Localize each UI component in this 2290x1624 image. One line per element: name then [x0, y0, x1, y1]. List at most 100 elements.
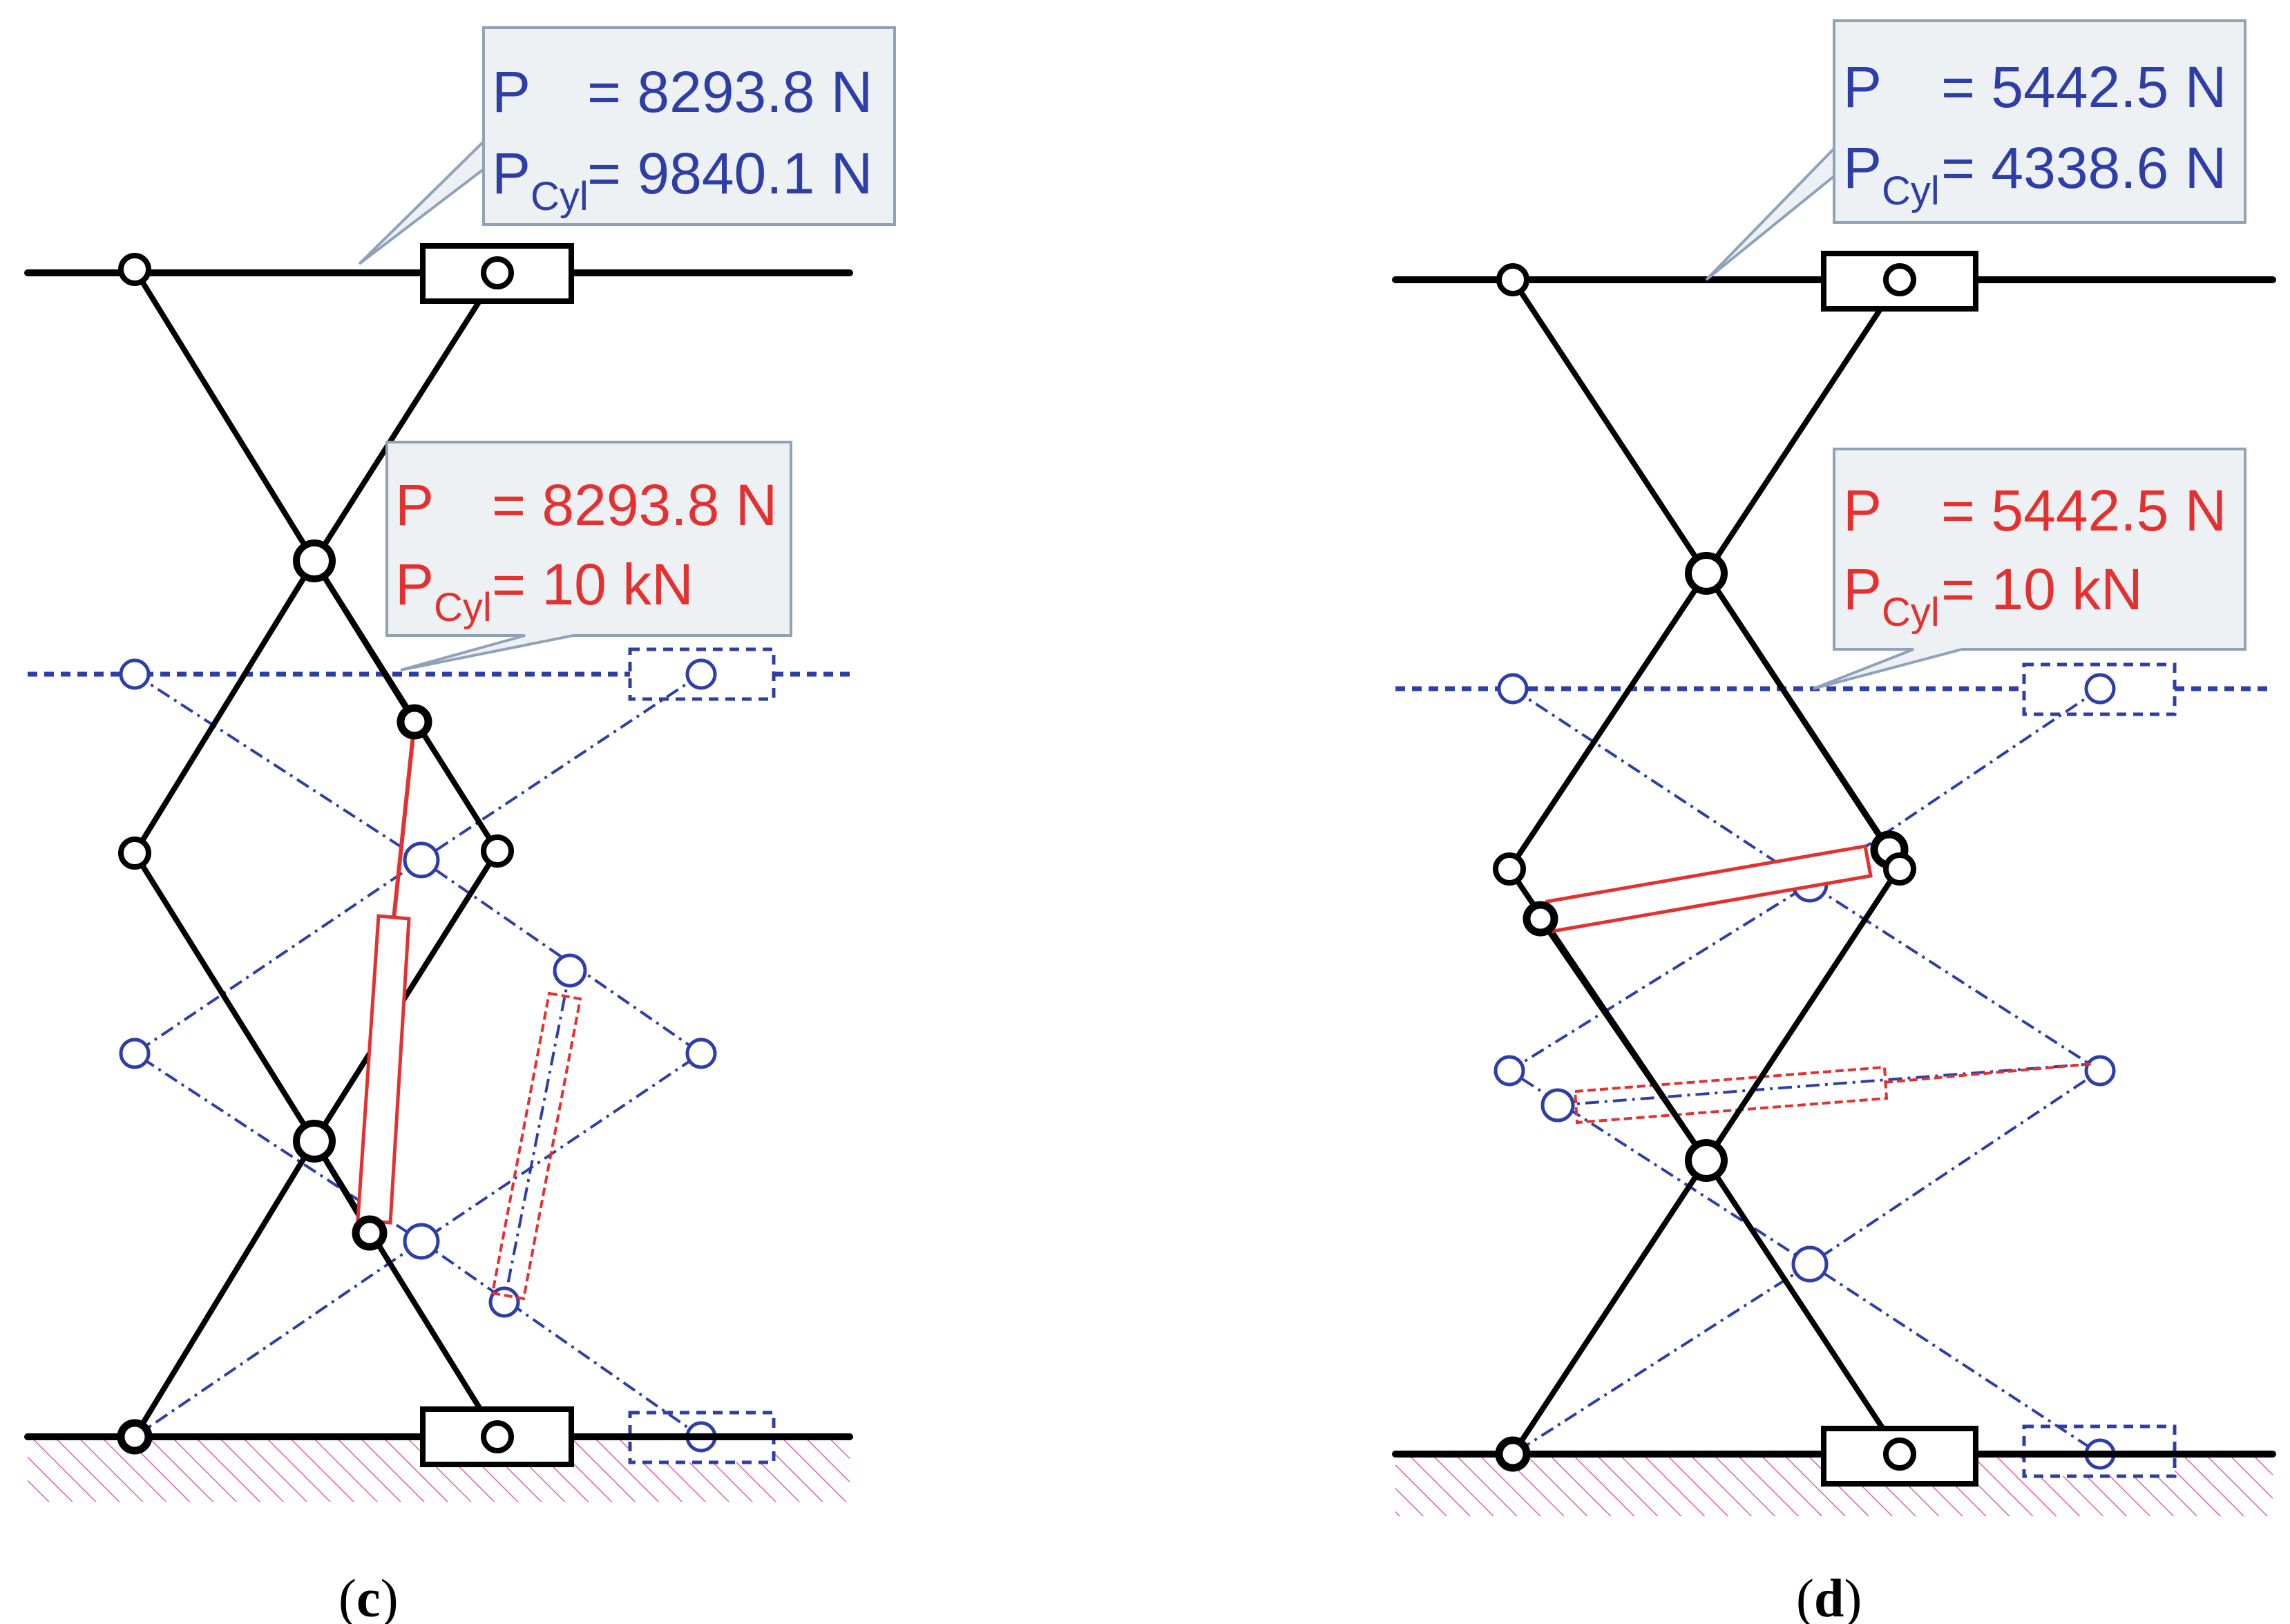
joints [117, 253, 514, 1455]
joint [481, 256, 514, 289]
callout-symbol: P [1843, 135, 1882, 200]
svg-text:PCyl: PCyl [492, 141, 589, 219]
callout-ghost-forces: P = 5442.5 N PCyl = 4338.6 N [1705, 19, 2246, 281]
pivot-joint [293, 1120, 336, 1163]
svg-text:P: P [1843, 478, 1882, 543]
ghost-cylinder-body [490, 991, 582, 1301]
callout-box [358, 26, 896, 265]
callout-value: = 8293.8 N [587, 59, 872, 124]
pivot-joint [1685, 1139, 1728, 1182]
callout-symbol: P [1843, 55, 1882, 120]
svg-text:P: P [395, 472, 434, 537]
callout-value: = 5442.5 N [1941, 55, 2226, 120]
ghost-cylinder-rod [1884, 1062, 2094, 1084]
svg-text:P: P [492, 59, 531, 124]
callout-value: = 5442.5 N [1941, 478, 2226, 543]
callout-active-forces: P = 8293.8 N PCyl = 10 kN [385, 441, 792, 671]
svg-text:P: P [1843, 55, 1882, 120]
joint [117, 1419, 153, 1455]
ghost-joint [1540, 1088, 1575, 1123]
ghost-joint [119, 1038, 151, 1069]
callout-box [1705, 19, 2246, 281]
joint [118, 253, 151, 286]
callout-value: = 9840.1 N [587, 141, 872, 206]
ghost-top-slider [2022, 662, 2177, 716]
joint [1883, 852, 1916, 886]
joint [352, 1215, 388, 1251]
joint [1495, 1436, 1531, 1472]
ghost-joint [1494, 1055, 1525, 1087]
callout-value: = 10 kN [492, 552, 694, 617]
joint [1883, 263, 1916, 296]
pivot-joint [293, 539, 336, 582]
joint [481, 1420, 514, 1453]
callout-symbol: P [395, 552, 434, 617]
svg-text:= 4338.6 N: = 4338.6 N [1941, 135, 2226, 200]
panel-label-c: (c) [338, 1568, 399, 1624]
joint [118, 837, 151, 870]
ghost-chain-left [133, 673, 704, 1438]
callout-box [385, 441, 792, 671]
callout-ghost-forces: P = 8293.8 N PCyl = 9840.1 N [358, 26, 896, 265]
ghost-cylinder [490, 991, 582, 1301]
cylinder-rod [392, 721, 417, 919]
svg-text:= 10 kN: = 10 kN [492, 552, 694, 617]
ghost-cylinder [1573, 1062, 2094, 1125]
ghost-joint [403, 841, 440, 879]
callout-symbol: P [492, 59, 531, 124]
ghost-joint [2084, 1055, 2116, 1087]
callout-value: = 10 kN [1941, 557, 2143, 622]
svg-text:= 10 kN: = 10 kN [1941, 557, 2143, 622]
callout-symbol: P [492, 141, 531, 206]
joint [1493, 852, 1526, 886]
ghost-joint [1497, 673, 1529, 705]
cylinder [356, 721, 417, 1225]
callout-subscript: Cyl [531, 174, 589, 219]
upper-stub [312, 558, 417, 725]
joint [481, 834, 514, 868]
ghost-joint [1791, 1245, 1829, 1283]
joints [1493, 263, 1916, 1472]
joint [1496, 263, 1529, 296]
ghost-cylinder-body [1573, 1065, 1889, 1125]
callout-symbol: P [1843, 557, 1882, 622]
callout-active-forces: P = 5442.5 N PCyl = 10 kN [1813, 448, 2246, 690]
svg-text:= 9840.1 N: = 9840.1 N [587, 141, 872, 206]
joint [1523, 901, 1558, 937]
svg-text:PCyl: PCyl [395, 552, 492, 630]
ghost-cyl-link [503, 970, 571, 1303]
svg-text:= 8293.8 N: = 8293.8 N [587, 59, 872, 124]
svg-text:= 8293.8 N: = 8293.8 N [492, 472, 777, 537]
svg-text:PCyl: PCyl [1843, 135, 1940, 213]
bottom-slider [420, 1406, 574, 1467]
callout-subscript: Cyl [1882, 169, 1940, 213]
cylinder-body [356, 914, 411, 1225]
callout-symbol: P [395, 472, 434, 537]
panel-c: P = 8293.8 N PCyl = 9840.1 N P = 8293.8 … [24, 26, 896, 1624]
ghost-links [132, 673, 704, 1438]
ghost-joint [685, 658, 717, 690]
panel-d: P = 5442.5 N PCyl = 4338.6 N P = 5442.5 … [1392, 19, 2276, 1624]
ghost-joint [553, 953, 587, 988]
svg-text:= 5442.5 N: = 5442.5 N [1941, 55, 2226, 120]
callout-symbol: P [1843, 478, 1882, 543]
ghost-joint [403, 1223, 440, 1260]
joint [1883, 1437, 1916, 1471]
ghost-joint [119, 658, 151, 690]
pivot-joint [1685, 552, 1728, 595]
lower-stub [1538, 916, 1709, 1163]
callout-box [1813, 448, 2246, 690]
joint [397, 704, 432, 740]
callout-subscript: Cyl [434, 585, 492, 630]
svg-text:PCyl: PCyl [1843, 557, 1940, 635]
ghost-chain-right [132, 673, 703, 1438]
svg-text:= 5442.5 N: = 5442.5 N [1941, 478, 2226, 543]
panel-label-d: (d) [1796, 1568, 1862, 1624]
ghost-joint [2084, 673, 2116, 705]
callout-value: = 4338.6 N [1941, 135, 2226, 200]
ghost-joints [119, 658, 717, 1453]
ghost-joint [685, 1038, 717, 1069]
callout-subscript: Cyl [1882, 590, 1940, 635]
upper-stub [1704, 571, 1892, 852]
